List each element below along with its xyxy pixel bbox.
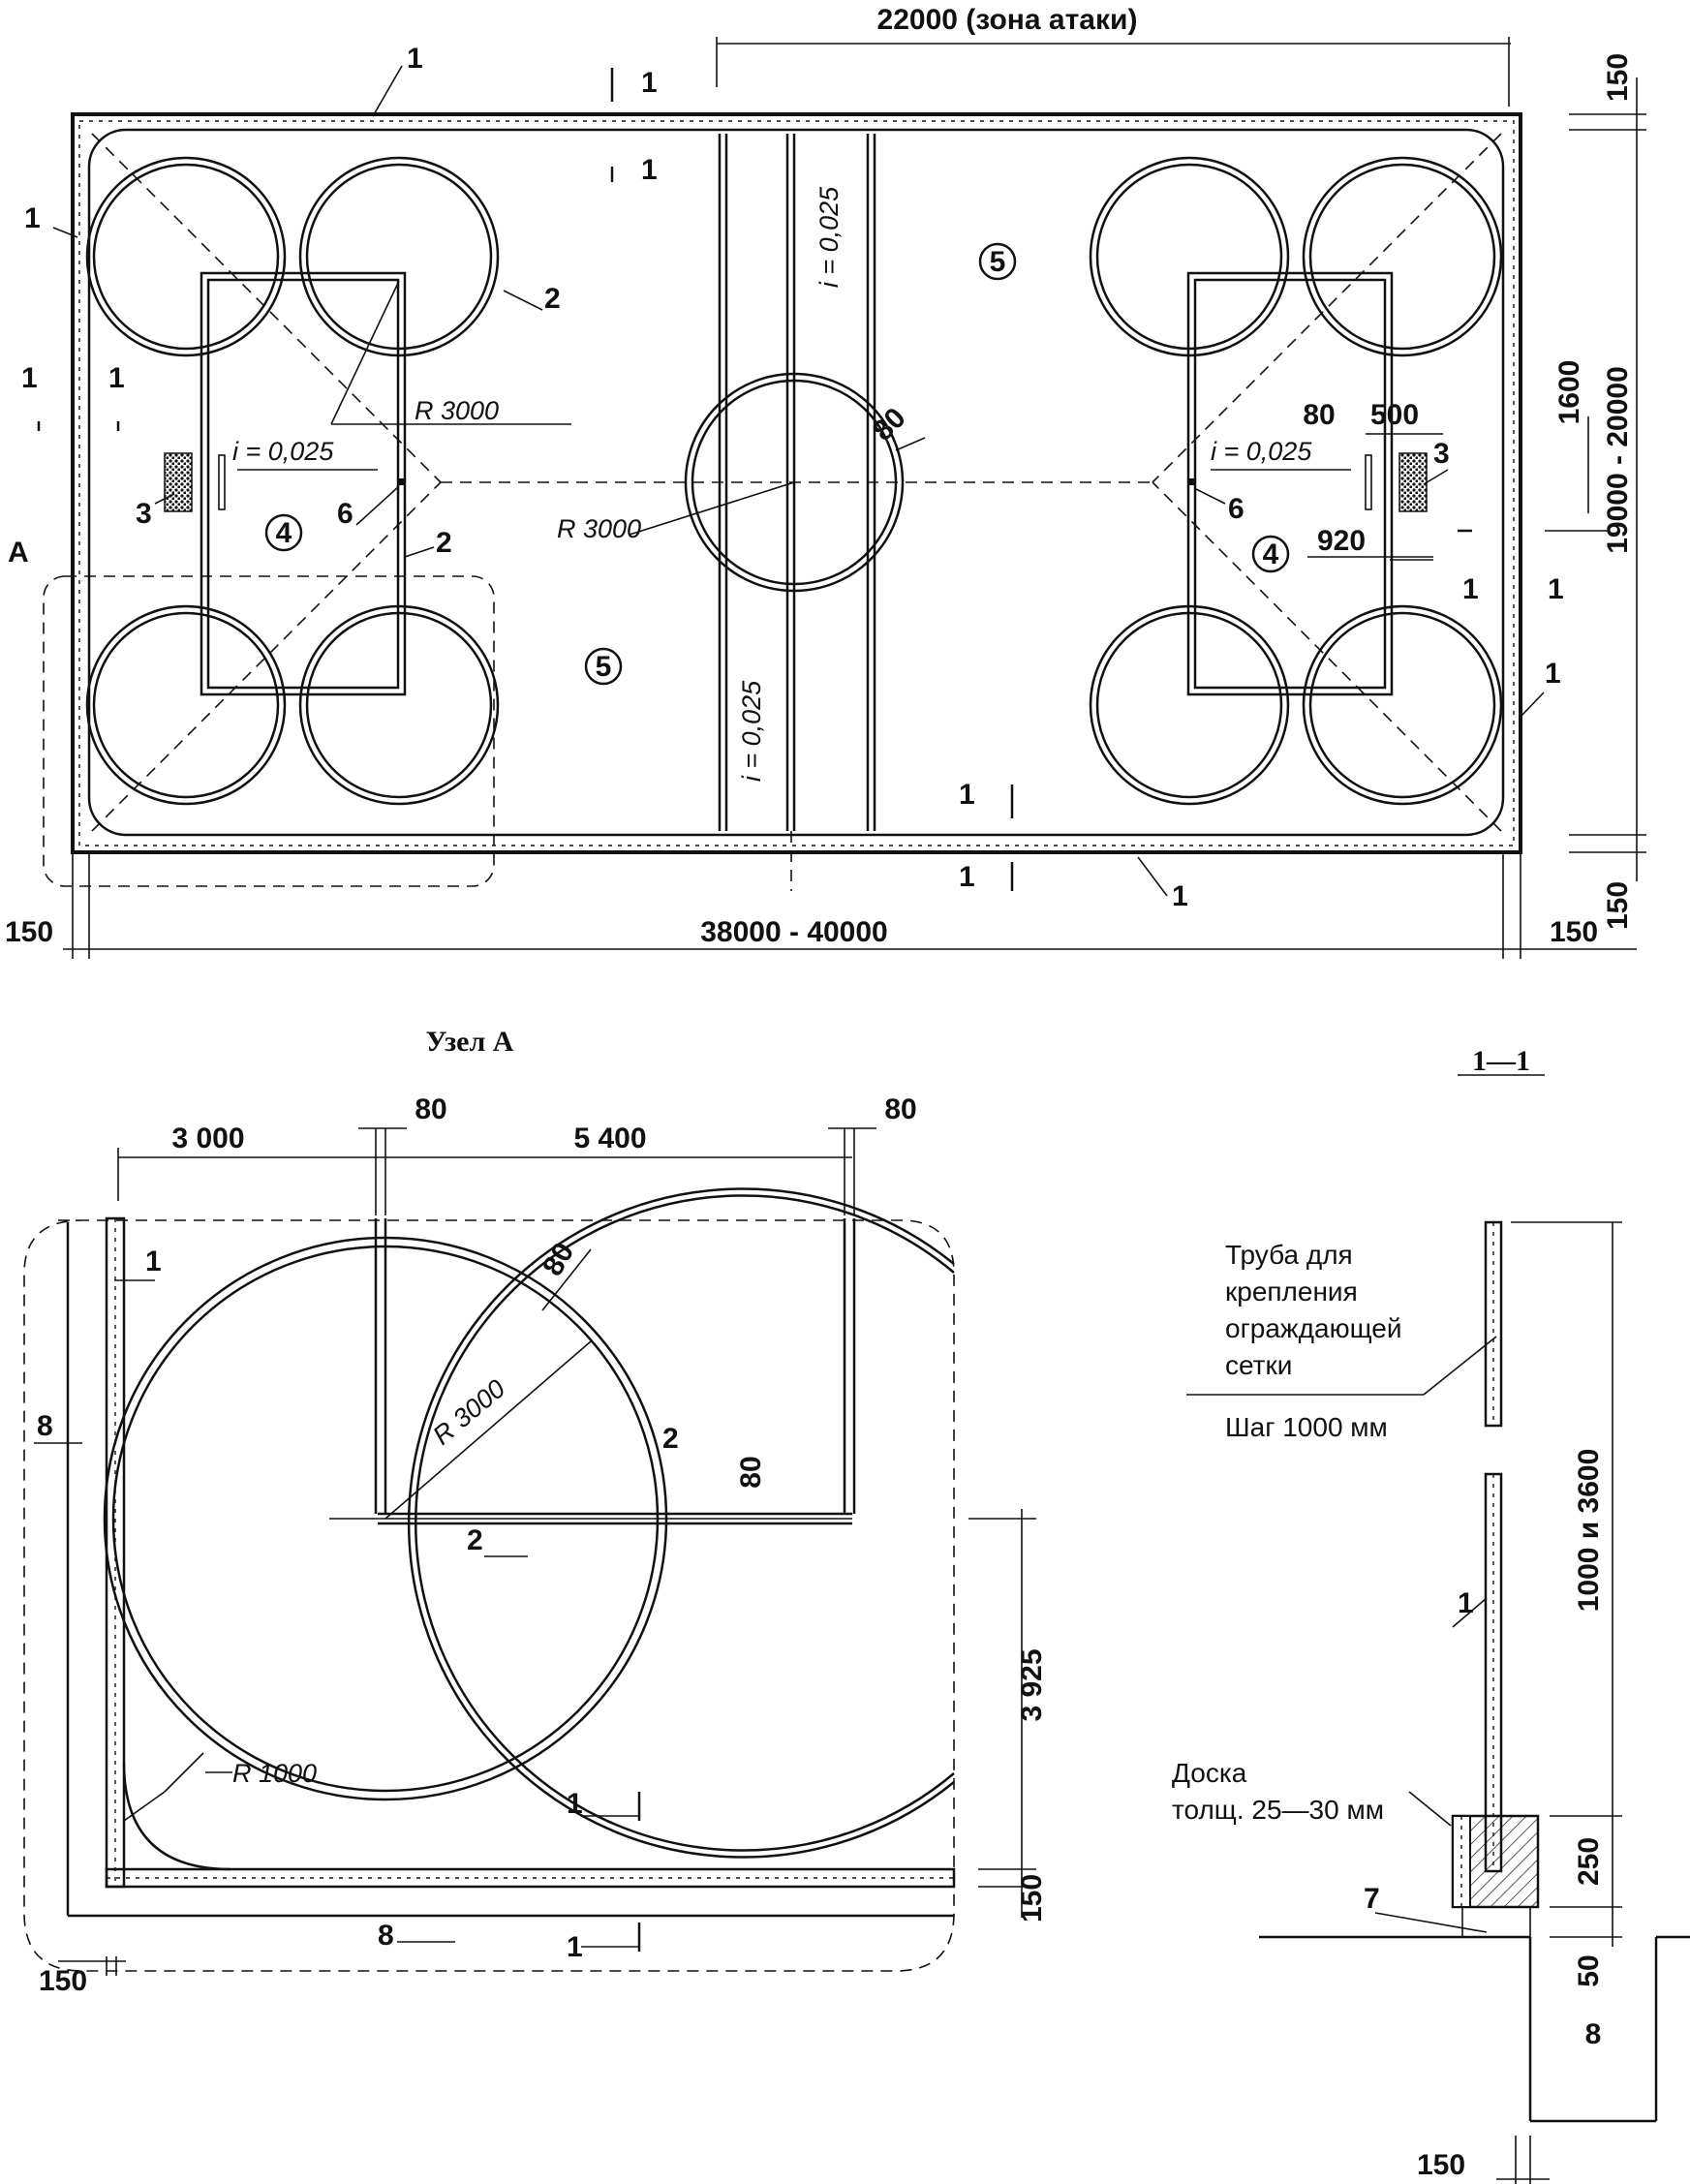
node-a-callout-2-ring: 2 <box>662 1423 679 1455</box>
node-a-dim-80-left: 80 <box>415 1093 446 1125</box>
goal-mark-left <box>164 452 193 512</box>
callout-1-top: 1 <box>407 43 423 75</box>
node-a-radius-3000: R 3000 <box>427 1374 510 1451</box>
node-a-view: Узел А <box>23 1026 1048 1997</box>
section-mark-left-2: 1 <box>108 362 125 394</box>
section-dim-150: 150 <box>1417 2149 1465 2181</box>
section-mark-top-2: 1 <box>641 154 658 186</box>
plan-dimensions <box>63 37 1646 959</box>
node-a-section-mark-2: 1 <box>567 1931 583 1963</box>
dim-attack-zone: 22000 (зона атаки) <box>877 4 1138 36</box>
zone-4-right: 4 <box>1263 538 1279 570</box>
node-a-section-mark-1: 1 <box>567 1788 583 1820</box>
section-1-1-view: 1—1 Труба для крепления ограждающей сетк… <box>1172 1045 1690 2184</box>
left-court <box>85 133 1152 832</box>
dim-plan-920: 920 <box>1317 525 1366 557</box>
section-callout-1: 1 <box>1458 1587 1474 1619</box>
dim-margin-top: 150 <box>1602 53 1634 102</box>
border-inner-line <box>78 120 1515 846</box>
callout-3-left: 3 <box>136 498 152 530</box>
section-mark-bottom-1: 1 <box>959 779 975 811</box>
zone-5-left: 5 <box>596 651 612 683</box>
slope-center-bottom: i = 0,025 <box>737 680 766 782</box>
dim-width: 19000 - 20000 <box>1602 366 1634 554</box>
pipe-step-note: Шаг 1000 мм <box>1225 1412 1388 1442</box>
section-callout-8: 8 <box>1585 2018 1602 2050</box>
neutral-zone-lines <box>718 134 876 891</box>
zone-4-right-circle <box>1251 535 1290 573</box>
node-a-callout-1: 1 <box>145 1246 162 1277</box>
dim-plan-500: 500 <box>1370 399 1419 431</box>
node-a-dim-80-right: 80 <box>884 1093 916 1125</box>
dim-1600: 1600 <box>1553 360 1585 425</box>
node-a-frame <box>43 575 495 887</box>
section-mark-right-1: 1 <box>1462 573 1479 605</box>
section-dim-height: 1000 и 3600 <box>1573 1449 1605 1613</box>
node-a-dim-80-line: 80 <box>735 1456 767 1488</box>
zone-5-right-circle <box>978 242 1017 281</box>
node-a-title: Узел А <box>426 1026 514 1058</box>
dim-margin-bottom: 150 <box>1602 881 1634 930</box>
callout-1-bottom: 1 <box>1172 880 1188 912</box>
rink-boundary <box>87 128 1505 837</box>
zone-5-left-circle <box>584 647 623 686</box>
callout-2-top: 2 <box>544 283 561 315</box>
dim-margin-right: 150 <box>1550 916 1598 948</box>
node-a-marker: А <box>8 537 29 569</box>
pipe-note-line-3: ограждающей <box>1225 1313 1402 1343</box>
node-a-callout-2-line: 2 <box>467 1524 483 1556</box>
section-mark-left-1: 1 <box>21 362 38 394</box>
pipe-note-line-1: Труба для <box>1225 1240 1353 1270</box>
outer-border <box>71 112 1522 854</box>
node-a-dim-150-right: 150 <box>1016 1874 1048 1923</box>
right-court <box>1089 133 1503 832</box>
node-a-radius-1000: R 1000 <box>232 1759 317 1788</box>
center-circle <box>684 372 905 593</box>
pipe-note-line-4: сетки <box>1225 1350 1292 1380</box>
slope-center-top: i = 0,025 <box>814 186 844 288</box>
plan-leaders <box>52 65 1545 897</box>
callout-6-right: 6 <box>1228 493 1244 525</box>
dim-plan-80: 80 <box>1303 399 1335 431</box>
section-mark-bottom-2: 1 <box>959 861 975 893</box>
slope-right: i = 0,025 <box>1211 437 1312 466</box>
node-a-dim-5400: 5 400 <box>573 1123 646 1154</box>
node-a-border <box>23 1219 955 1972</box>
board-note-line-2: толщ. 25—30 мм <box>1172 1795 1384 1825</box>
section-mark-right-2: 1 <box>1548 573 1564 605</box>
plan-view: 22000 (зона атаки) 38000 - 40000 150 150… <box>5 4 1646 959</box>
section-callout-7: 7 <box>1364 1883 1380 1915</box>
section-dim-50: 50 <box>1573 1954 1605 1986</box>
section-mark-top-1: 1 <box>641 67 658 99</box>
dim-margin-left: 150 <box>5 916 53 948</box>
node-a-circle-right <box>407 1187 955 1859</box>
pipe-note-line-2: крепления <box>1225 1277 1358 1307</box>
callout-6-left: 6 <box>337 498 353 530</box>
dim-length: 38000 - 40000 <box>700 916 888 948</box>
board-note-line-1: Доска <box>1172 1758 1247 1788</box>
plan-section-marks <box>37 68 1472 891</box>
node-a-callout-8-left: 8 <box>37 1410 53 1442</box>
node-a-callout-8-bottom: 8 <box>378 1920 394 1952</box>
node-a-dim-3000: 3 000 <box>171 1123 244 1154</box>
callout-1-right: 1 <box>1545 658 1561 690</box>
section-dim-250: 250 <box>1573 1837 1605 1886</box>
callout-1-left: 1 <box>24 202 41 234</box>
callout-2-mid: 2 <box>436 527 452 559</box>
radius-left: R 3000 <box>415 396 499 425</box>
zone-4-left-circle <box>264 513 303 552</box>
node-a-dim-150-bottom: 150 <box>39 1965 87 1997</box>
goal-mark-right <box>1398 452 1428 512</box>
section-title: 1—1 <box>1472 1045 1530 1077</box>
callout-3-right: 3 <box>1433 438 1450 470</box>
zone-5-right: 5 <box>990 246 1006 278</box>
slope-left: i = 0,025 <box>232 437 334 466</box>
node-a-dim-3925: 3 925 <box>1016 1648 1048 1721</box>
zone-4-left: 4 <box>276 517 292 549</box>
radius-center: R 3000 <box>557 514 641 543</box>
